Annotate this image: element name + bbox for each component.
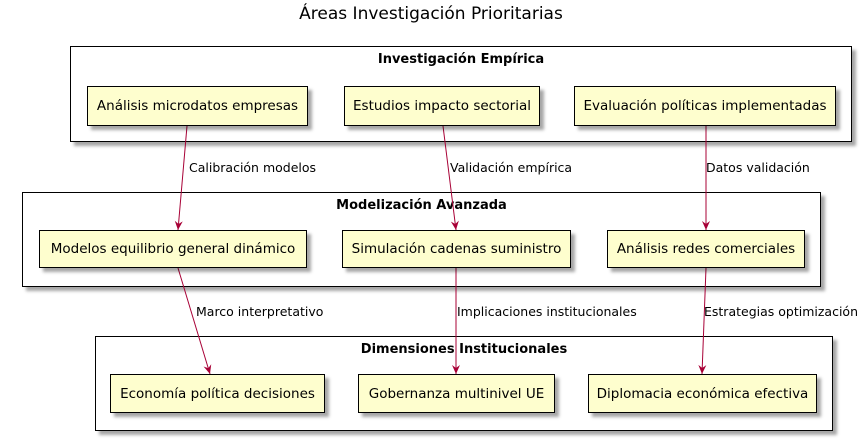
node-analisis-microdatos: Análisis microdatos empresas: [87, 86, 308, 126]
group-label: Modelización Avanzada: [336, 198, 507, 213]
diagram-title: Áreas Investigación Prioritarias: [299, 4, 563, 24]
edge-calibracion: [174, 125, 188, 231]
edge-validacion: [442, 125, 459, 231]
node-analisis-redes: Análisis redes comerciales: [607, 230, 805, 268]
edge-label: Datos validación: [706, 160, 810, 175]
node-economia-politica: Economía política decisiones: [110, 374, 325, 413]
node-diplomacia-economica: Diplomacia económica efectiva: [588, 374, 817, 413]
edge-label: Marco interpretativo: [196, 304, 324, 319]
group-label: Dimensiones Institucionales: [360, 342, 568, 357]
group-label: Investigación Empírica: [377, 52, 545, 67]
edge-label: Validación empírica: [450, 160, 573, 175]
node-simulacion-cadenas: Simulación cadenas suministro: [342, 230, 571, 268]
edge-label: Implicaciones institucionales: [457, 304, 637, 319]
edge-marco: [177, 267, 212, 375]
node-evaluacion-politicas: Evaluación políticas implementadas: [574, 86, 836, 126]
edge-estrategias: [698, 267, 707, 375]
node-modelos-equilibrio: Modelos equilibrio general dinámico: [39, 230, 307, 268]
edge-label: Estrategias optimización: [704, 304, 858, 319]
node-gobernanza-multinivel: Gobernanza multinivel UE: [358, 374, 555, 413]
node-estudios-impacto: Estudios impacto sectorial: [344, 86, 540, 126]
edge-label: Calibración modelos: [189, 160, 317, 175]
